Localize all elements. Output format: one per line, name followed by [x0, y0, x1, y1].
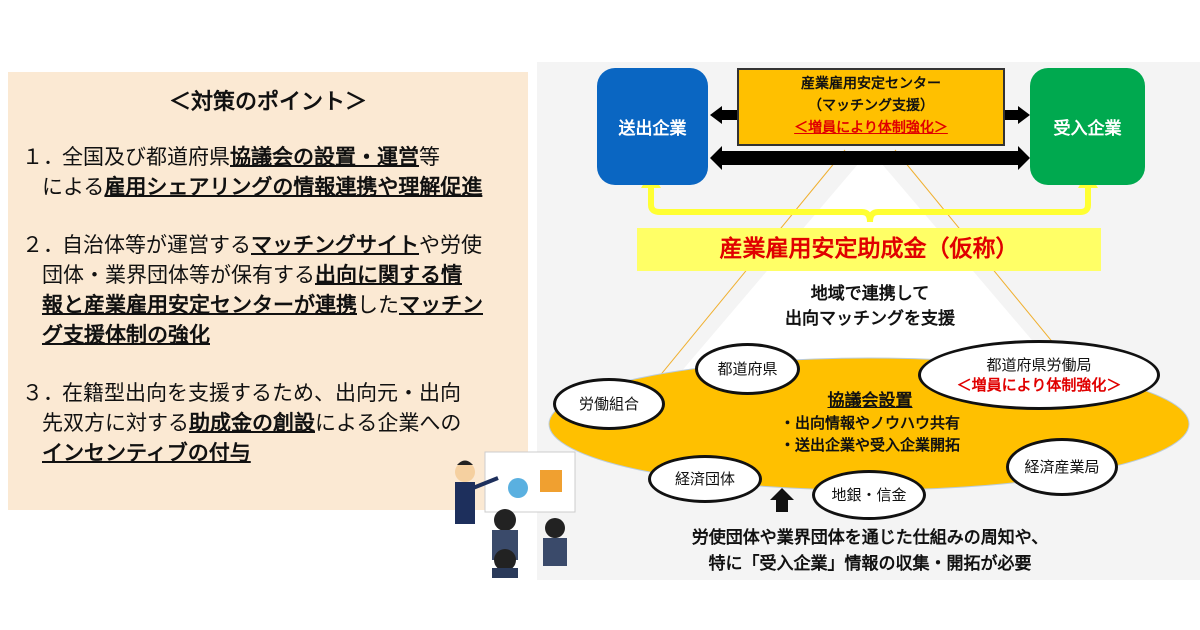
member-label: 都道府県労働局 [986, 356, 1092, 374]
emphasis-text: インセンティブの付与 [42, 441, 251, 465]
sender-company-box: 送出企業 [597, 68, 708, 185]
policy-points-panel: ＜対策のポイント＞ １．全国及び都道府県協議会の設置・運営等による雇用シェアリン… [8, 72, 528, 510]
member-label: 経済団体 [674, 470, 735, 488]
council-item-2: ・送出企業や受入企業開拓 [779, 436, 960, 454]
member-label: 労働組合 [578, 395, 639, 413]
emphasis-text: マッチングサイト [251, 233, 419, 257]
region-line-2: 出向マッチングを支援 [785, 309, 955, 329]
member-label: 都道府県 [717, 360, 778, 378]
center-note: ＜増員により体制強化＞ [794, 120, 948, 136]
center-name: 産業雇用安定センター [801, 76, 941, 92]
point-text: 団体・業界団体等が保有する [42, 263, 315, 287]
point-text: 先双方に対する [42, 411, 189, 435]
center-role: （マッチング支援） [808, 98, 934, 114]
emphasis-text: 出向に関する情 [315, 263, 462, 287]
region-line-1: 地域で連携して [810, 284, 930, 304]
point-number: ２． [22, 233, 64, 257]
subsidy-banner: 産業雇用安定助成金（仮称） [637, 228, 1101, 271]
labor-bureau-note: ＜増員により体制強化＞ [956, 376, 1122, 394]
up-arrow-icon [770, 488, 794, 512]
receiver-company-box: 受入企業 [1030, 68, 1145, 185]
member-label: 地銀・信金 [831, 486, 907, 504]
footer-line-1: 労使団体や業界団体を通じた仕組みの周知や、 [691, 528, 1049, 548]
triangle-edge-left [639, 149, 846, 401]
point-text: 在籍型出向を支援するため、出向元・出向 [62, 381, 461, 405]
arrow-left-icon [710, 106, 738, 124]
point-text: による企業への [315, 411, 462, 435]
policy-point-1: １．全国及び都道府県協議会の設置・運営等による雇用シェアリングの情報連携や理解促… [22, 142, 522, 202]
member-labor-bureau: 都道府県労働局 ＜増員により体制強化＞ [918, 340, 1160, 410]
panel-title: ＜対策のポイント＞ [168, 90, 367, 115]
regional-support-text: 地域で連携して 出向マッチングを支援 [740, 282, 1000, 332]
emphasis-text: 報と産業雇用安定センターが連携 [42, 293, 357, 317]
subsidy-bracket-arrow [648, 185, 1091, 223]
footer-note: 労使団体や業界団体を通じた仕組みの周知や、 特に「受入企業」情報の収集・開拓が必… [620, 525, 1120, 577]
point-text: 全国及び都道府県 [62, 145, 230, 169]
member-meti-bureau: 経済産業局 [1006, 438, 1118, 496]
emphasis-text: グ支援体制の強化 [42, 323, 210, 347]
point-text: 等 [419, 145, 440, 169]
council-text: 協議会設置 ・出向情報やノウハウ共有 ・送出企業や受入企業開拓 [730, 390, 1010, 456]
double-arrow-icon [710, 146, 1030, 170]
member-banks: 地銀・信金 [812, 470, 926, 520]
meeting-illustration-icon [455, 451, 576, 578]
member-economic-org: 経済団体 [648, 455, 762, 503]
member-union: 労働組合 [553, 378, 665, 430]
employment-stability-center-box: 産業雇用安定センター （マッチング支援） ＜増員により体制強化＞ [737, 68, 1005, 146]
emphasis-text: 協議会の設置・運営 [230, 145, 419, 169]
member-prefecture: 都道府県 [695, 343, 800, 395]
point-text: による [42, 175, 105, 199]
point-text: した [357, 293, 399, 317]
point-number: ３． [22, 381, 64, 405]
policy-point-2: ２．自治体等が運営するマッチングサイトや労使団体・業界団体等が保有する出向に関す… [22, 230, 522, 350]
emphasis-text: 助成金の創設 [189, 411, 315, 435]
council-item-1: ・出向情報やノウハウ共有 [779, 414, 960, 432]
arrow-right-icon [1004, 106, 1030, 124]
emphasis-text: マッチン [399, 293, 483, 317]
member-label: 経済産業局 [1024, 458, 1100, 476]
council-title: 協議会設置 [827, 391, 913, 411]
policy-point-3: ３．在籍型出向を支援するため、出向元・出向先双方に対する助成金の創設による企業へ… [22, 378, 522, 468]
point-text: や労使 [419, 233, 482, 257]
point-text: 自治体等が運営する [62, 233, 251, 257]
footer-line-2: 特に「受入企業」情報の収集・開拓が必要 [708, 554, 1032, 574]
emphasis-text: 雇用シェアリングの情報連携や理解促進 [104, 175, 483, 199]
point-number: １． [22, 145, 64, 169]
